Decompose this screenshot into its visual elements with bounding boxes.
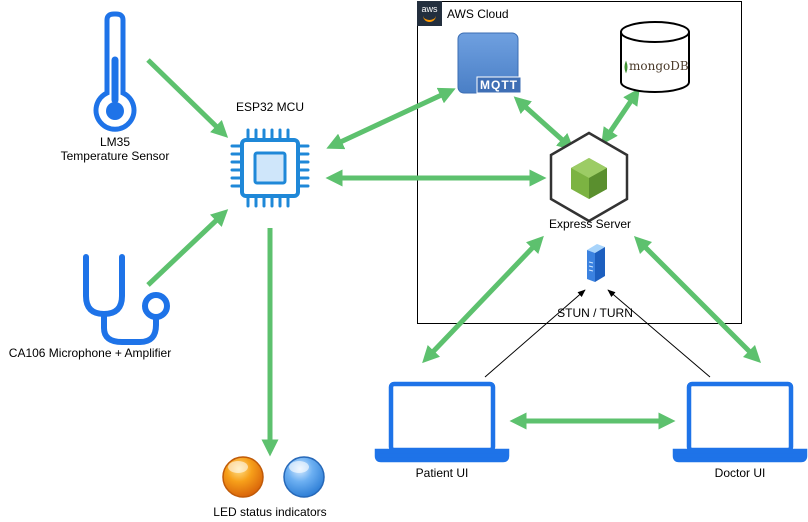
express-label: Express Server bbox=[548, 217, 632, 231]
server-icon bbox=[587, 244, 605, 282]
stun-label: STUN / TURN bbox=[557, 306, 633, 320]
led-label: LED status indicators bbox=[213, 505, 327, 519]
patient-laptop-icon bbox=[374, 381, 510, 463]
mqtt-label: MQTT bbox=[480, 78, 518, 92]
lm35-label-line2: Temperature Sensor bbox=[60, 149, 170, 163]
stethoscope-icon bbox=[83, 254, 170, 345]
arrow-esp32-mqtt bbox=[326, 87, 456, 150]
arrow-mqtt-express bbox=[513, 96, 575, 151]
nodejs-icon bbox=[549, 131, 629, 223]
aws-cloud-group bbox=[417, 1, 742, 324]
led-icon bbox=[222, 456, 325, 498]
arrow-patient-stun bbox=[484, 289, 586, 378]
chip-icon bbox=[230, 128, 310, 208]
mongodb-label: mongoDB bbox=[629, 59, 689, 73]
arrow-express-patient bbox=[422, 235, 544, 364]
aws-cloud-title: AWS Cloud bbox=[447, 7, 509, 21]
aws-logo-icon: aws bbox=[417, 1, 442, 26]
arrow-doctor-stun bbox=[607, 289, 711, 378]
arrow-mongodb-express bbox=[601, 87, 640, 146]
thermometer-icon bbox=[93, 11, 137, 132]
mic-label: CA106 Microphone + Amplifier bbox=[8, 346, 172, 360]
doctor-laptop-icon bbox=[672, 381, 808, 463]
database-icon bbox=[620, 21, 690, 93]
esp32-label: ESP32 MCU bbox=[235, 100, 305, 114]
doctor-ui-label: Doctor UI bbox=[714, 466, 766, 480]
mqtt-icon bbox=[457, 32, 522, 94]
arrow-express-doctor bbox=[633, 235, 762, 364]
lm35-label-line1: LM35 bbox=[99, 135, 131, 149]
patient-ui-label: Patient UI bbox=[415, 466, 469, 480]
arrow-lm35-esp32 bbox=[146, 58, 229, 138]
arrow-mic-esp32 bbox=[146, 209, 229, 287]
